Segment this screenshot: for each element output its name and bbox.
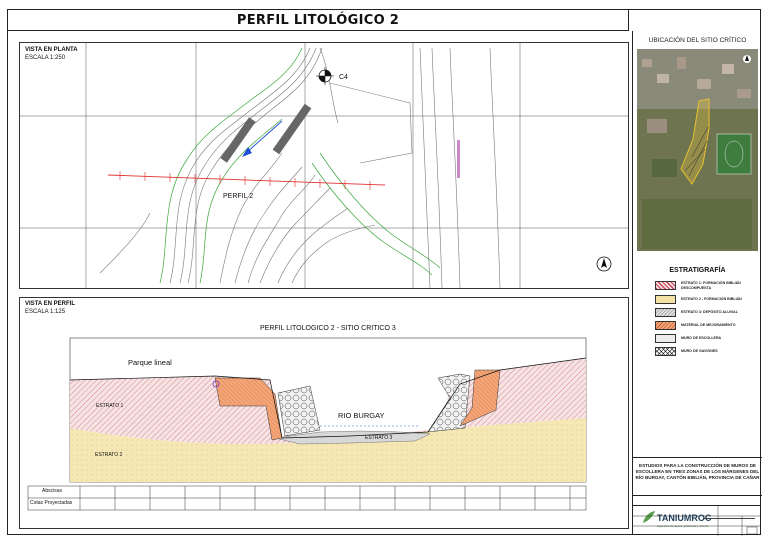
title-block-footer [632,505,761,536]
location-title: UBICACIÓN DEL SITIO CRÍTICO [648,37,747,44]
location-aerial-map [637,49,758,251]
plan-view-drawing [20,43,628,288]
legend-label-estrato-3: ESTRATO 3: DEPÓSITO ALUVIAL [681,310,738,315]
legend-swatch-estrato-3 [655,308,676,317]
study-title: ESTUDIOS PARA LA CONSTRUCCIÓN DE MUROS D… [635,463,760,480]
estrato-3-label: ESTRATO 3 [365,435,393,441]
drawing-sheet-frame [7,9,761,535]
legend-label-mejoramiento: MATERIAL DE MEJORAMIENTO [681,323,736,328]
legend-item-estrato-2: ESTRATO 2 - FORMACIÓN BIBLIÁN [655,295,753,304]
table-row-abscisas: Abscisas [42,488,63,494]
profile-view-heading: VISTA EN PERFIL [25,301,76,307]
legend-swatch-estrato-2 [655,295,676,304]
legend-label-escollera: MURO DE ESCOLLERA [681,336,722,341]
sheet-title: PERFIL LITOLÓGICO 2 [236,12,400,28]
legend-item-mejoramiento: MATERIAL DE MEJORAMIENTO [655,321,753,330]
survey-marker-label: C4 [339,74,348,81]
section-line-label: PERFIL 2 [223,193,254,200]
title-block-column: UBICACIÓN DEL SITIO CRÍTICO [632,31,762,535]
aerial-map-image [637,49,758,251]
legend-label-estrato-2: ESTRATO 2 - FORMACIÓN BIBLIÁN [681,297,742,302]
parque-lineal-label: Parque lineal [128,358,172,367]
plan-view-scale: ESCALA 1:250 [25,55,66,61]
legend-swatch-estrato-1 [655,281,676,290]
plan-view-panel: VISTA EN PLANTA ESCALA 1:250 C4 PERFIL 2 [19,42,629,289]
river-label: RIO BURGAY [338,411,385,420]
legend-item-gaviones: MURO DE GAVIONES [655,347,753,356]
footer-grid [632,506,761,536]
logo-leaf-icon [643,511,655,523]
profile-chart-title: PERFIL LITOLOGICO 2 - SITIO CRITICO 3 [260,325,396,332]
legend-swatch-gaviones [655,347,676,356]
legend-item-estrato-3: ESTRATO 3: DEPÓSITO ALUVIAL [655,308,753,317]
legend-label-estrato-1: ESTRATO 1: FORMACIÓN BIBLIÁN DESCOMPUEST… [681,281,741,290]
legend-item-escollera: MURO DE ESCOLLERA [655,334,753,343]
legend-item-estrato-1: ESTRATO 1: FORMACIÓN BIBLIÁN DESCOMPUEST… [655,281,753,290]
legend-swatch-mejoramiento [655,321,676,330]
stratigraphy-title: ESTRATIGRAFÍA [669,267,726,274]
legend-swatch-escollera [655,334,676,343]
plan-view-heading: VISTA EN PLANTA [25,47,78,53]
table-row-cotas: Cotas Proyectadas [30,500,73,506]
profile-section-drawing [27,337,587,511]
estrato-1-label: ESTRATO 1 [96,403,124,409]
estrato-2-label: ESTRATO 2 [95,452,123,458]
company-logo-name: TANIUMROC [657,513,712,523]
legend-label-gaviones: MURO DE GAVIONES [681,349,718,354]
profile-view-panel: VISTA EN PERFIL ESCALA 1:125 PERFIL LITO… [19,297,629,529]
profile-view-scale: ESCALA 1:125 [25,309,66,315]
